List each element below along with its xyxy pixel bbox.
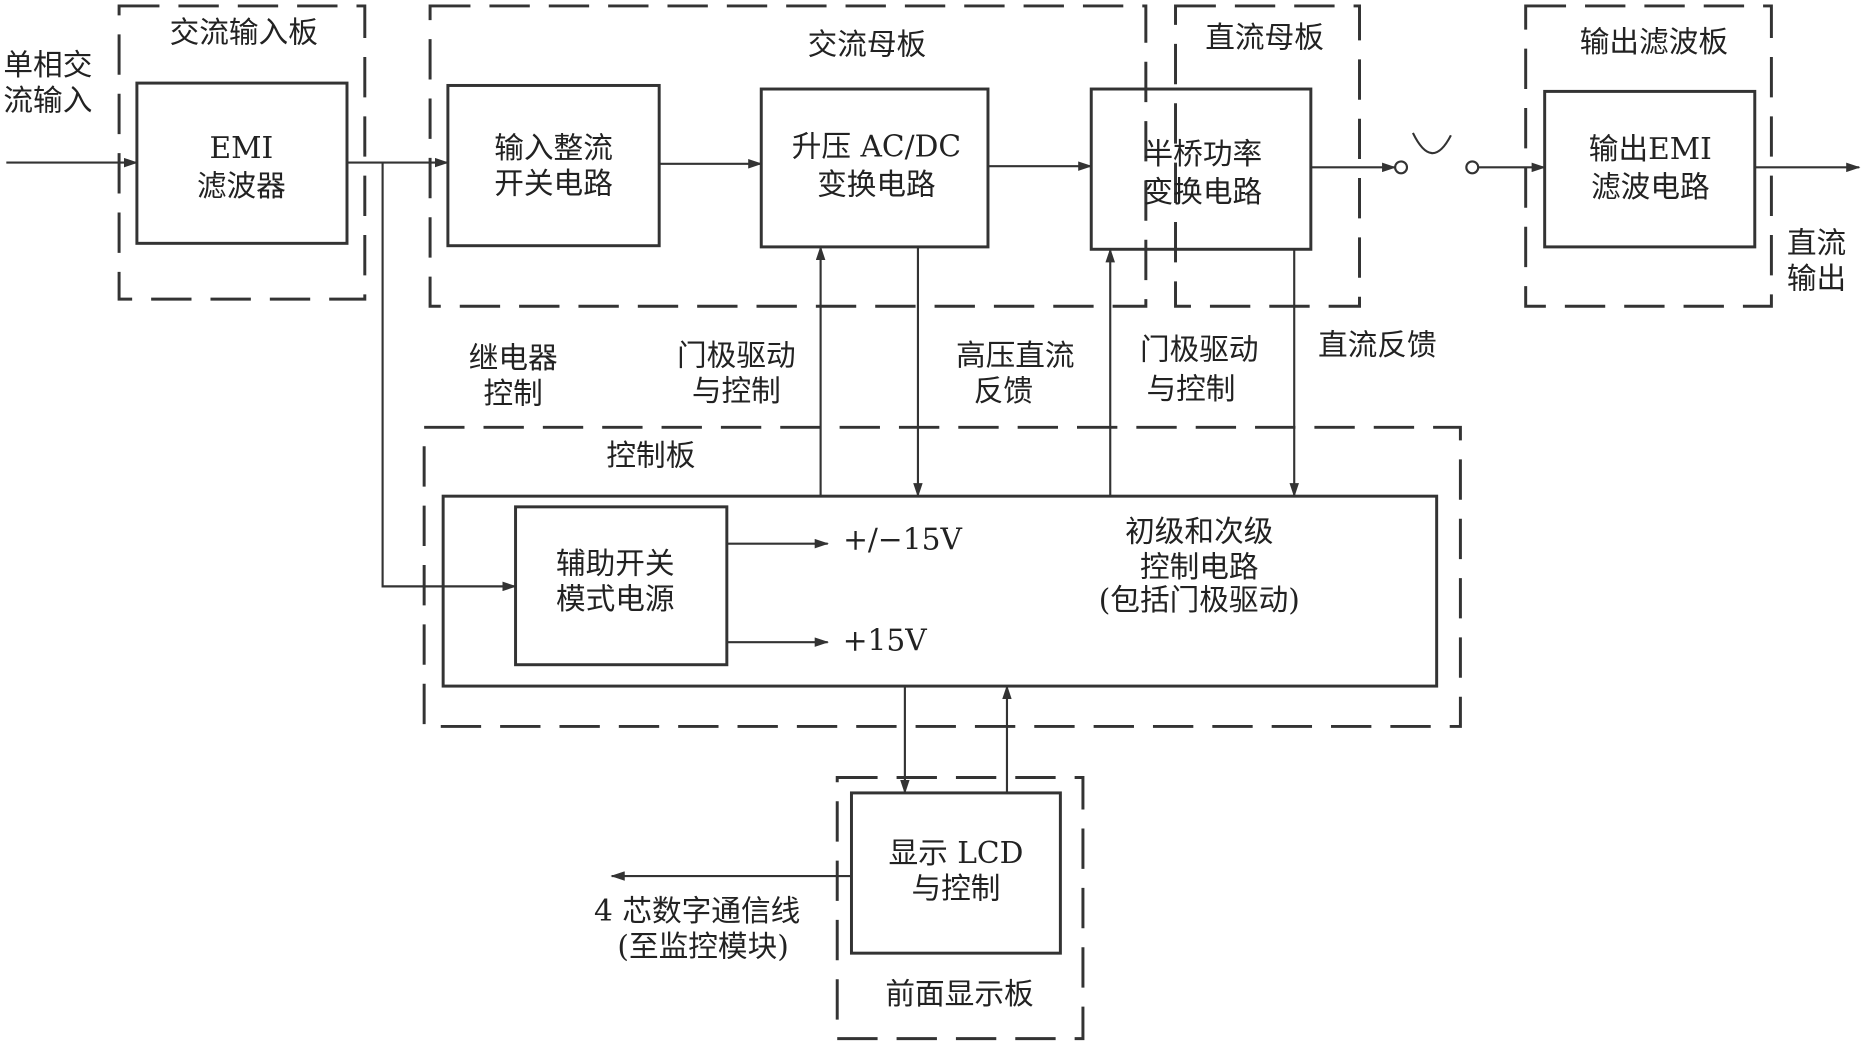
output-filter-board: [1524, 4, 1773, 308]
dc-mother-board: [1174, 4, 1361, 308]
aux-power-block: 辅助开关 模式电源: [514, 505, 729, 667]
block-text: 滤波电路: [1591, 169, 1710, 204]
boost-converter-block: 升压 AC/DC 变换电路: [759, 87, 990, 249]
ac-mother-board: [428, 4, 1148, 308]
block-text: 开关电路: [494, 165, 613, 200]
dc-mother-board-label: 直流母板: [1205, 19, 1324, 54]
pm15v-label: +/−15V: [843, 522, 962, 557]
block-text: 初级和次级: [1125, 513, 1273, 548]
front-display-board-label: 前面显示板: [885, 976, 1033, 1011]
control-board: [422, 425, 1462, 728]
switch-arc: [1411, 132, 1452, 155]
block-text: 升压 AC/DC: [792, 129, 961, 164]
block-text: 半桥功率: [1144, 136, 1263, 171]
ac-input-label: 流输入: [3, 82, 92, 117]
relay-control-label: 控制: [484, 376, 543, 411]
output-filter-board-label: 输出滤波板: [1580, 24, 1728, 59]
gate-drive-label-2: 门极驱动: [1140, 332, 1259, 367]
gate-drive-label: 门极驱动: [677, 338, 796, 373]
block-text: 与控制: [911, 871, 1000, 906]
dc-output-label: 输出: [1787, 260, 1846, 295]
lcd-block: 显示 LCD 与控制: [849, 791, 1062, 955]
dc-feedback-label: 直流反馈: [1318, 327, 1437, 362]
block-text: 变换电路: [1144, 174, 1263, 209]
block-text: 模式电源: [556, 581, 675, 616]
block-text: 输入整流: [494, 130, 613, 165]
dc-output-label: 直流: [1787, 225, 1846, 260]
ac-input-board-label: 交流输入板: [170, 15, 318, 50]
rectifier-block: 输入整流 开关电路: [446, 83, 661, 248]
connections: [6, 132, 1861, 881]
block-text: 滤波器: [197, 168, 286, 203]
half-bridge-block: 半桥功率 变换电路: [1089, 87, 1313, 251]
block-text: 显示 LCD: [888, 835, 1023, 870]
output-emi-block: 输出EMI 滤波电路: [1543, 89, 1757, 249]
gate-drive-label: 与控制: [692, 373, 781, 408]
hv-dc-feedback-label: 反馈: [974, 373, 1033, 408]
control-circuit-text: 初级和次级 控制电路 (包括门极驱动): [1099, 513, 1300, 617]
switch-contact: [1394, 160, 1409, 175]
block-text: (包括门极驱动): [1099, 582, 1300, 617]
block-text: 控制电路: [1140, 549, 1259, 584]
switch-contact: [1465, 160, 1480, 175]
block-text: 变换电路: [817, 167, 936, 202]
gate-drive-label-2: 与控制: [1146, 371, 1235, 406]
p15v-label: +15V: [843, 622, 928, 657]
control-inner-box: [441, 494, 1439, 688]
front-display-board: [835, 776, 1085, 1041]
block-text: EMI: [209, 130, 273, 165]
block-text: 辅助开关: [556, 545, 675, 580]
relay-control-label: 继电器: [469, 340, 558, 375]
comm-line-label: 4 芯数字通信线: [594, 893, 800, 928]
comm-line-label: (至监控模块): [617, 929, 788, 964]
emi-filter-block: EMI 滤波器: [135, 81, 349, 245]
ac-mother-board-label: 交流母板: [808, 27, 927, 62]
hv-dc-feedback-label: 高压直流: [956, 338, 1075, 373]
control-board-label: 控制板: [606, 437, 695, 472]
ac-input-board: [117, 4, 367, 301]
block-text: 输出EMI: [1589, 131, 1712, 166]
ac-input-label: 单相交: [3, 47, 92, 82]
